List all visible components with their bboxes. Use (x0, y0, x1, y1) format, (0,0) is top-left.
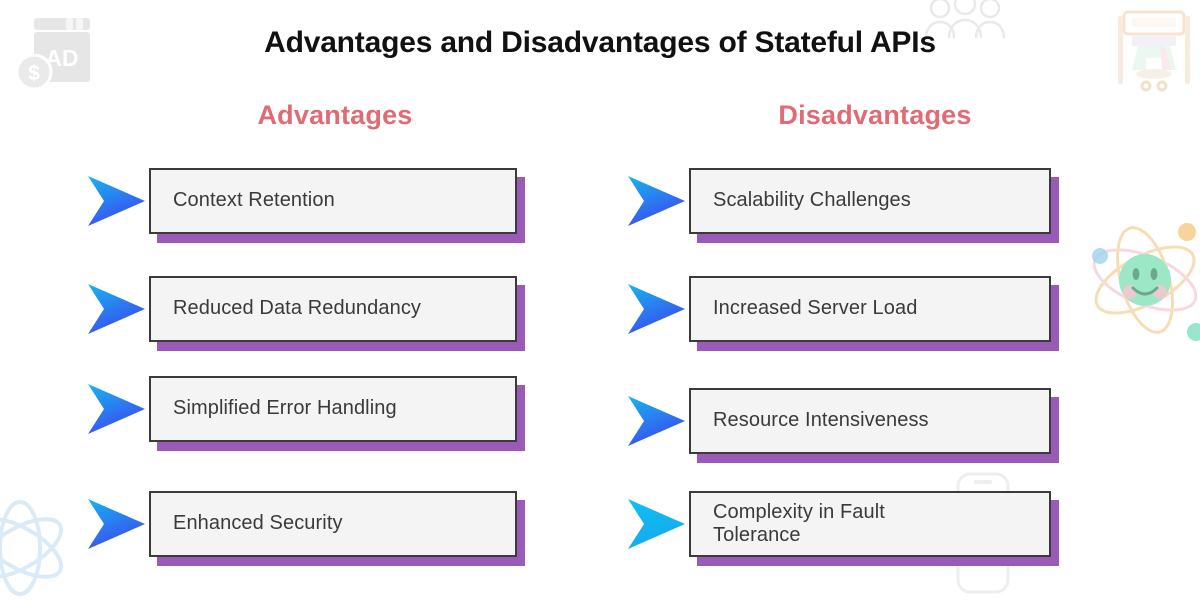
card: Scalability Challenges (689, 168, 1059, 243)
card: Reduced Data Redundancy (149, 276, 525, 351)
card-label: Context Retention (173, 189, 335, 212)
card-label: Enhanced Security (173, 512, 343, 535)
list-item[interactable]: Complexity in Fault Tolerance (625, 491, 1059, 566)
list-item[interactable]: Simplified Error Handling (85, 376, 525, 451)
arrow-right-icon (88, 284, 145, 334)
list-item[interactable]: Resource Intensiveness (625, 388, 1059, 463)
arrow-right-icon (628, 499, 685, 549)
list-item[interactable]: Enhanced Security (85, 491, 525, 566)
card: Complexity in Fault Tolerance (689, 491, 1059, 566)
list-item[interactable]: Increased Server Load (625, 276, 1059, 351)
arrow-right-icon (88, 176, 145, 226)
card-label: Increased Server Load (713, 297, 918, 320)
arrow-right-icon (88, 499, 145, 549)
card: Enhanced Security (149, 491, 525, 566)
arrow-right-icon (628, 176, 685, 226)
card-label: Scalability Challenges (713, 189, 911, 212)
column-heading-advantages: Advantages (257, 100, 413, 130)
card-label: Reduced Data Redundancy (173, 297, 422, 320)
card: Increased Server Load (689, 276, 1059, 351)
card: Context Retention (149, 168, 525, 243)
list-item[interactable]: Context Retention (85, 168, 525, 243)
arrow-right-icon (628, 284, 685, 334)
column-heading-disadvantages: Disadvantages (778, 100, 972, 130)
card-label: Resource Intensiveness (713, 409, 929, 432)
list-item[interactable]: Scalability Challenges (625, 168, 1059, 243)
card-label: Complexity in Fault Tolerance (713, 500, 885, 546)
arrow-right-icon (88, 384, 145, 434)
card: Simplified Error Handling (149, 376, 525, 451)
card-label: Simplified Error Handling (173, 397, 397, 420)
page-title: Advantages and Disadvantages of Stateful… (264, 26, 936, 59)
list-item[interactable]: Reduced Data Redundancy (85, 276, 525, 351)
card: Resource Intensiveness (689, 388, 1059, 463)
arrow-right-icon (628, 396, 685, 446)
